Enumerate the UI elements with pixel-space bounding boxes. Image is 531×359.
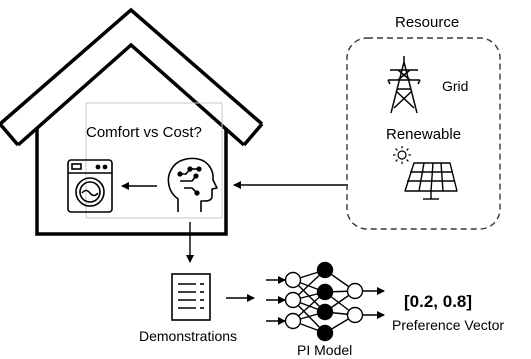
neural-network-icon xyxy=(266,261,385,342)
transmission-tower-icon xyxy=(387,56,421,114)
pi-model-label: PI Model xyxy=(297,342,353,358)
comfort-vs-cost-label: Comfort vs Cost? xyxy=(86,124,202,141)
grid-label: Grid xyxy=(442,78,469,94)
washing-machine-icon xyxy=(67,159,113,213)
demonstrations-label: Demonstrations xyxy=(139,328,238,344)
sun-icon xyxy=(393,146,411,164)
ai-head-icon xyxy=(167,157,218,212)
house-outline-icon xyxy=(0,7,264,236)
resource-box xyxy=(346,37,501,230)
document-list-icon xyxy=(171,273,211,321)
preference-vector-label: Preference Vector xyxy=(392,317,505,333)
solar-panel-icon xyxy=(404,162,458,200)
resource-label: Resource xyxy=(395,14,460,31)
renewable-label: Renewable xyxy=(386,126,462,143)
preference-vector-value: [0.2, 0.8] xyxy=(404,292,473,311)
